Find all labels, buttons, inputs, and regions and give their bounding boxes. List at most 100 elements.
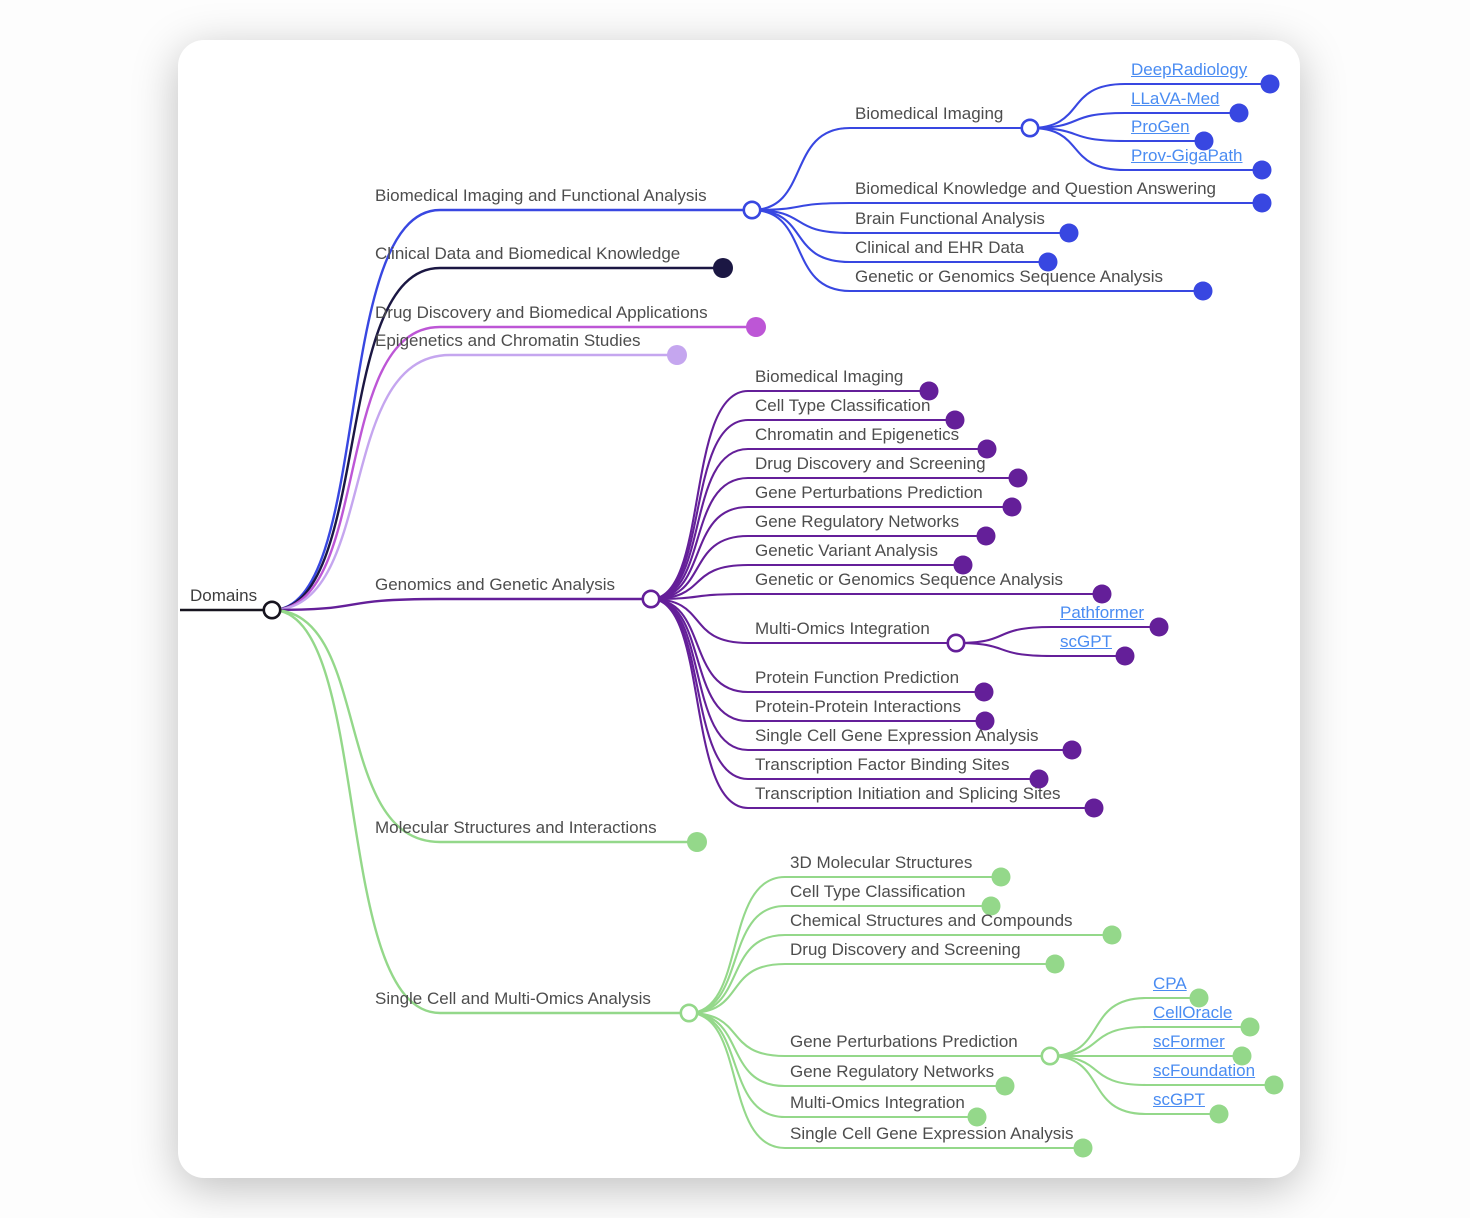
branch-line-gscgea: [687, 1011, 1085, 1150]
model-link-scfoundation[interactable]: scFoundation: [1153, 1061, 1256, 1080]
node-circle-scmoa[interactable]: [679, 1003, 699, 1023]
leaf-dot-ptiss: [1084, 798, 1104, 818]
leaf-dot-gcsc: [1102, 925, 1122, 945]
branch-line-ecs: [270, 353, 679, 612]
node-circle-bi[interactable]: [1020, 118, 1040, 138]
branch-line-pgpp: [649, 505, 1014, 601]
leaf-dot-pppi: [975, 711, 995, 731]
model-link-pathformer[interactable]: Pathformer: [1060, 603, 1145, 622]
model-link-cpa[interactable]: CPA: [1153, 974, 1187, 993]
leaf-dot-pscgpt: [1115, 646, 1135, 666]
branch-line-gdds: [687, 962, 1057, 1015]
leaf-dot-pbi: [919, 381, 939, 401]
branch-line-gcsc: [687, 933, 1114, 1015]
node-circle-gga[interactable]: [641, 589, 661, 609]
branch-line-scmoa: [270, 608, 691, 1015]
node-label-gcsc: Chemical Structures and Compounds: [790, 911, 1073, 930]
model-link-deepradiology[interactable]: DeepRadiology: [1131, 60, 1248, 79]
model-link-pscgpt[interactable]: scGPT: [1060, 632, 1112, 651]
branch-line-provgigapath: [1028, 126, 1264, 172]
node-label-bi: Biomedical Imaging: [855, 104, 1004, 123]
branch-line-g3dms: [687, 875, 1003, 1015]
model-link-scformer[interactable]: scFormer: [1153, 1032, 1225, 1051]
leaf-dot-g3dms: [991, 867, 1011, 887]
branch-line-pathformer: [954, 625, 1161, 645]
branch-line-pdds: [649, 476, 1020, 601]
node-label-ggsab: Genetic or Genomics Sequence Analysis: [855, 267, 1164, 286]
branch-line-bifa: [270, 208, 754, 612]
leaf-dot-cehr: [1038, 252, 1058, 272]
leaf-dot-pscgea: [1062, 740, 1082, 760]
node-label-pgrn: Gene Regulatory Networks: [755, 512, 960, 531]
node-label-ptiss: Transcription Initiation and Splicing Si…: [755, 784, 1061, 803]
leaf-dot-ptfbs: [1029, 769, 1049, 789]
branch-line-ddba: [270, 325, 758, 612]
branch-line-msi: [270, 608, 699, 844]
branch-line-ggrn: [687, 1011, 1007, 1088]
branch-line-pbi: [649, 389, 931, 601]
node-label-g3dms: 3D Molecular Structures: [790, 853, 973, 872]
branch-line-pscgpt: [954, 641, 1127, 658]
model-link-gscgpt[interactable]: scGPT: [1153, 1090, 1205, 1109]
branch-line-bkqa: [750, 201, 1264, 212]
leaf-dot-gscgpt: [1209, 1104, 1229, 1124]
leaf-dot-progen: [1194, 131, 1214, 151]
model-link-celloracle[interactable]: CellOracle: [1153, 1003, 1233, 1022]
branch-line-ggsab: [750, 208, 1205, 293]
leaf-dot-ddba: [746, 317, 766, 337]
branch-line-ptiss: [649, 597, 1096, 810]
branch-line-cpa: [1048, 996, 1201, 1058]
node-label-gscgea: Single Cell Gene Expression Analysis: [790, 1124, 1074, 1143]
node-label-pgva: Genetic Variant Analysis: [755, 541, 938, 560]
leaf-dot-deepradiology: [1260, 74, 1280, 94]
branch-line-cehr: [750, 208, 1050, 264]
node-circle-domains[interactable]: [262, 600, 282, 620]
node-label-cehr: Clinical and EHR Data: [855, 238, 1025, 257]
node-circle-ggpp[interactable]: [1040, 1046, 1060, 1066]
node-label-ddba: Drug Discovery and Biomedical Applicatio…: [375, 303, 708, 322]
leaf-dot-celloracle: [1240, 1017, 1260, 1037]
node-label-domains: Domains: [190, 586, 258, 605]
branch-line-pggsa: [649, 592, 1104, 601]
leaf-dot-pcae: [977, 439, 997, 459]
node-label-bifa: Biomedical Imaging and Functional Analys…: [375, 186, 707, 205]
leaf-dot-ecs: [667, 345, 687, 365]
leaf-dot-pdds: [1008, 468, 1028, 488]
branch-line-pmoi: [649, 597, 958, 645]
leaf-dot-ppfp: [974, 682, 994, 702]
node-label-gctc: Cell Type Classification: [790, 882, 966, 901]
node-label-pcae: Chromatin and Epigenetics: [755, 425, 960, 444]
leaf-dot-pggsa: [1092, 584, 1112, 604]
model-link-llavamed[interactable]: LLaVA-Med: [1131, 89, 1220, 108]
node-label-pscgea: Single Cell Gene Expression Analysis: [755, 726, 1039, 745]
node-circle-pmoi[interactable]: [946, 633, 966, 653]
node-label-pmoi: Multi-Omics Integration: [755, 619, 930, 638]
node-label-bfa: Brain Functional Analysis: [855, 209, 1045, 228]
node-label-bkqa: Biomedical Knowledge and Question Answer…: [855, 179, 1217, 198]
node-label-ppfp: Protein Function Prediction: [755, 668, 960, 687]
leaf-dot-gctc: [981, 896, 1001, 916]
node-label-ggpp: Gene Perturbations Prediction: [790, 1032, 1018, 1051]
leaf-dot-pathformer: [1149, 617, 1169, 637]
branch-line-pgrn: [649, 534, 988, 601]
branch-line-cdbk: [270, 266, 725, 612]
model-link-provgigapath[interactable]: Prov-GigaPath: [1131, 146, 1243, 165]
branch-line-gmoi: [687, 1011, 979, 1119]
branch-line-progen: [1028, 126, 1206, 143]
branch-line-gctc: [687, 904, 993, 1015]
node-label-gga: Genomics and Genetic Analysis: [375, 575, 616, 594]
leaf-dot-llavamed: [1229, 103, 1249, 123]
branch-line-bfa: [750, 208, 1071, 235]
node-circle-bifa[interactable]: [742, 200, 762, 220]
node-label-pgpp: Gene Perturbations Prediction: [755, 483, 983, 502]
leaf-dot-pgrn: [976, 526, 996, 546]
branch-line-pctc: [649, 418, 957, 601]
leaf-dot-gmoi: [967, 1107, 987, 1127]
branch-line-ggpp: [687, 1011, 1052, 1058]
model-link-progen[interactable]: ProGen: [1131, 117, 1190, 136]
node-label-pppi: Protein-Protein Interactions: [755, 697, 961, 716]
branch-line-bi: [750, 126, 1032, 212]
